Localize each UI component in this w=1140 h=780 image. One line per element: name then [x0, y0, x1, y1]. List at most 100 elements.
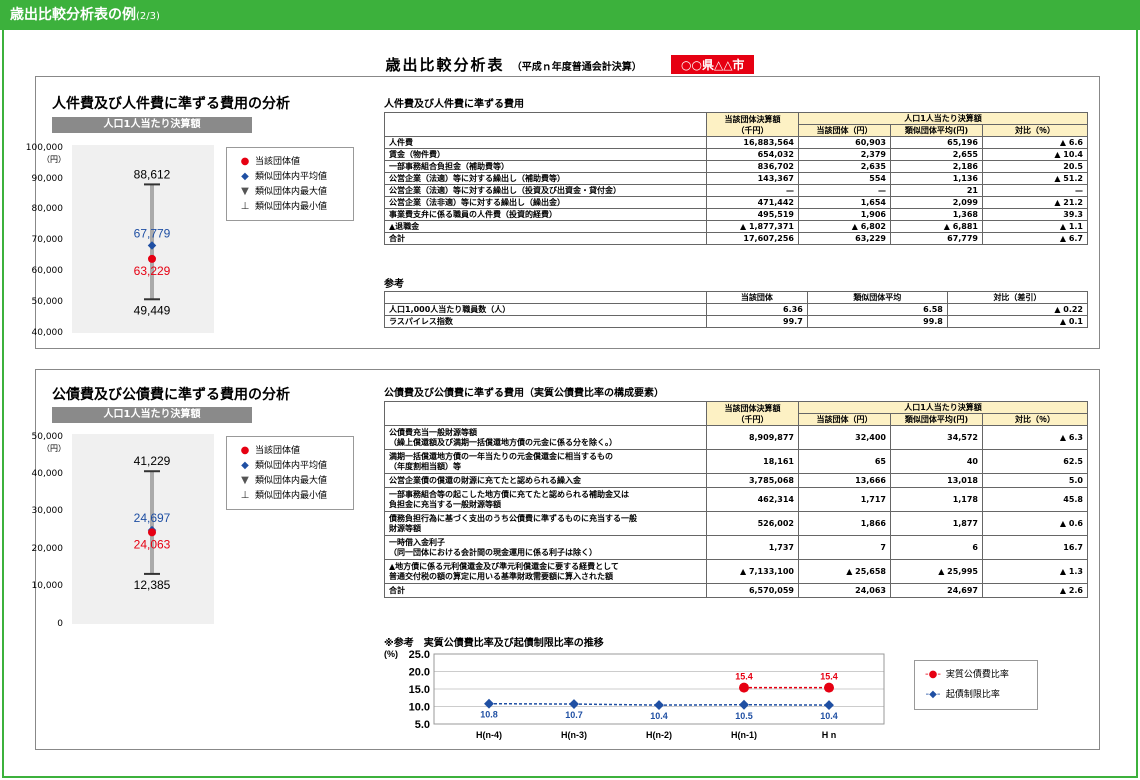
personnel-ref-title: 参考	[384, 279, 404, 290]
legend-avg: ◆類似団体内平均値	[241, 171, 328, 182]
cell-value: 65	[798, 449, 891, 474]
personnel-table-title: 人件費及び人件費に準ずる費用	[384, 99, 524, 110]
cell-value: 1,717	[798, 487, 891, 512]
debt-per-capita-label: 人口1人当たり決算額	[52, 407, 252, 423]
personnel-table: 当該団体決算額 （千円） 人口1人当たり決算額 当該団体（円） 類似団体平均(円…	[384, 112, 1088, 245]
col-group: 人口1人当たり決算額	[798, 401, 1088, 414]
legend-min: ⊥類似団体内最小値	[240, 201, 328, 212]
personnel-range-chart: 88,612 49,449 67,779 63,229	[72, 145, 214, 333]
cell-value: 1,737	[706, 535, 799, 560]
cell-value: 654,032	[706, 148, 799, 161]
data-label: 10.5	[735, 711, 753, 721]
debt-table: 当該団体決算額 （千円） 人口1人当たり決算額 当該団体（円） 類似団体平均(円…	[384, 401, 1088, 598]
cell-value: 39.3	[982, 208, 1088, 221]
col-ratio: 対比（％）	[982, 413, 1088, 426]
x-tick: H(n-3)	[561, 730, 587, 740]
col-entity: 当該団体（円）	[798, 413, 891, 426]
series-point	[824, 682, 834, 693]
y-tick: 30,000	[31, 506, 64, 516]
x-tick: H(n-1)	[731, 730, 757, 740]
debt-heading: 公債費及び公債費に準ずる費用の分析	[52, 387, 290, 403]
cell-value: 32,400	[798, 425, 891, 450]
trend-title: ※参考 実質公債費比率及び起債制限比率の推移	[384, 638, 604, 649]
cell-value: 34,572	[890, 425, 983, 450]
col-amount: 当該団体決算額 （千円）	[706, 401, 799, 426]
x-tick: H(n-4)	[476, 730, 502, 740]
table-row: 一部事務組合等の起こした地方債に充てたと認められる補助金又は 負担金に充当する一…	[384, 487, 1088, 512]
y-tick: 100,000	[25, 143, 63, 153]
legend-series-1: -●- 実質公債費比率	[925, 669, 1009, 680]
top-bar-page: (2/3)	[136, 11, 160, 22]
y-tick: 25.0	[409, 649, 430, 661]
y-tick: 90,000	[31, 174, 64, 184]
row-label: 公営企業（法適）等に対する繰出し（補助費等）	[384, 172, 707, 185]
y-tick: 20,000	[31, 544, 64, 554]
city-badge: ○○県△△市	[671, 55, 755, 74]
top-bar: 歳出比較分析表の例(2/3)	[0, 0, 1140, 30]
cell-value: 40	[890, 449, 983, 474]
row-label: 公営企業（法非適）等に対する繰出し（繰出金）	[384, 196, 707, 209]
row-label: 公営企業債の償還の財源に充てたと認められる繰入金	[384, 473, 707, 488]
debt-legend: ●当該団体値 ◆類似団体内平均値 ▼類似団体内最大値 ⊥類似団体内最小値	[226, 436, 354, 510]
legend-entity: ●当該団体値	[240, 445, 301, 456]
col-amount: 当該団体決算額 （千円）	[706, 112, 799, 137]
personnel-ref-table: 当該団体 類似団体平均 対比（差引） 人口1,000人当たり職員数（人）6.36…	[384, 291, 1089, 328]
y-tick: 70,000	[31, 235, 64, 245]
row-label: 一部事務組合等の起こした地方債に充てたと認められる補助金又は 負担金に充当する一…	[384, 487, 707, 512]
col-group: 人口1人当たり決算額	[798, 112, 1088, 125]
series-line	[573, 703, 660, 706]
trend-unit: (%)	[384, 649, 398, 659]
cell-value: 1,877	[890, 511, 983, 536]
min-label: 12,385	[134, 578, 171, 592]
x-tick: H n	[822, 730, 837, 740]
row-label: 一部事務組合負担金（補助費等）	[384, 160, 707, 173]
cell-value: 63,229	[798, 232, 891, 245]
legend-series-2: -◆- 起債制限比率	[925, 689, 1000, 700]
y-tick: 10,000	[31, 581, 64, 591]
col-avg: 類似団体平均(円)	[890, 124, 983, 137]
cell-value: ▲ 21.2	[982, 196, 1088, 209]
series-point	[824, 700, 834, 711]
row-label: 公債費充当一般財源等額 （繰上償還額及び満期一括償還地方債の元金に係る分を除く。…	[384, 425, 707, 450]
page-frame	[2, 30, 1138, 778]
row-label: 債務負担行為に基づく支出のうち公債費に準ずるものに充当する一般 財源等額	[384, 511, 707, 536]
legend-avg: ◆類似団体内平均値	[241, 460, 328, 471]
cell-value: ▲ 10.4	[982, 148, 1088, 161]
cell-value: ▲ 25,658	[798, 559, 891, 584]
cell-value: 526,002	[706, 511, 799, 536]
debt-range-chart: 41,229 12,385 24,697 24,063	[72, 434, 214, 624]
cell-value: 6.36	[706, 303, 808, 316]
cell-value: 143,367	[706, 172, 799, 185]
data-label: 10.7	[565, 710, 583, 720]
cell-value: 62.5	[982, 449, 1088, 474]
cell-value: 1,906	[798, 208, 891, 221]
cell-value: ▲ 6,881	[890, 220, 983, 233]
cell-value: 3,785,068	[706, 473, 799, 488]
cell-value: 16,883,564	[706, 136, 799, 149]
cell-value: 6.58	[806, 303, 948, 316]
cell-value: 45.8	[982, 487, 1088, 512]
x-tick: H(n-2)	[646, 730, 672, 740]
cell-value: 2,655	[890, 148, 983, 161]
cell-value: 5.0	[982, 473, 1088, 488]
cell-value: 6,570,059	[706, 583, 799, 598]
debt-table-title: 公債費及び公債費に準ずる費用（実質公債費比率の構成要素）	[384, 388, 664, 399]
personnel-per-capita-label: 人口1人当たり決算額	[52, 117, 252, 133]
max-label: 88,612	[134, 167, 171, 181]
row-label: 人口1,000人当たり職員数（人）	[384, 303, 707, 316]
y-tick: 40,000	[31, 469, 64, 479]
y-tick: 0	[57, 619, 63, 629]
row-label: 一時借入金利子 （同一団体における会計間の現金運用に係る利子は除く）	[384, 535, 707, 560]
debt-panel: 公債費及び公債費に準ずる費用の分析 人口1人当たり決算額 50,000 （円） …	[32, 369, 1100, 750]
